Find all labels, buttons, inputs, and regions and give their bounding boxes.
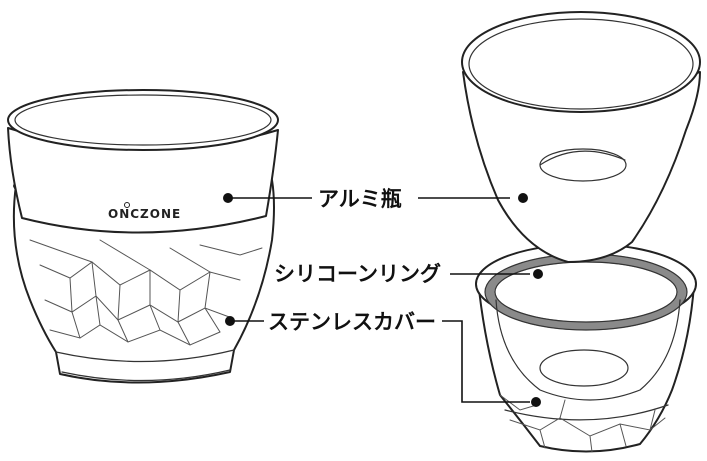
assembled-base-bottom <box>61 369 231 382</box>
brand-logo-mark <box>124 202 130 208</box>
exploded-bottle-inner-bottom <box>539 148 627 182</box>
assembled-base-band <box>55 349 235 363</box>
exploded-view <box>461 11 701 453</box>
callout-silicone-ring: シリコーンリング <box>274 262 543 286</box>
callout-aluminum-bottle: アルミ瓶 <box>223 187 528 211</box>
assembled-cup: ONCZONE <box>7 89 279 384</box>
assembled-bottle-opening <box>7 89 279 151</box>
label-aluminum-bottle: アルミ瓶 <box>318 187 402 211</box>
exploded-cover-inner-bottom <box>539 349 629 387</box>
label-stainless-cover: ステンレスカバー <box>268 310 436 334</box>
exploded-bottle-opening <box>461 11 701 113</box>
label-silicone-ring: シリコーンリング <box>274 262 441 286</box>
brand-logo: ONCZONE <box>108 207 181 221</box>
assembled-facet-pattern <box>29 239 263 346</box>
callout-stainless-cover: ステンレスカバー <box>225 310 541 407</box>
